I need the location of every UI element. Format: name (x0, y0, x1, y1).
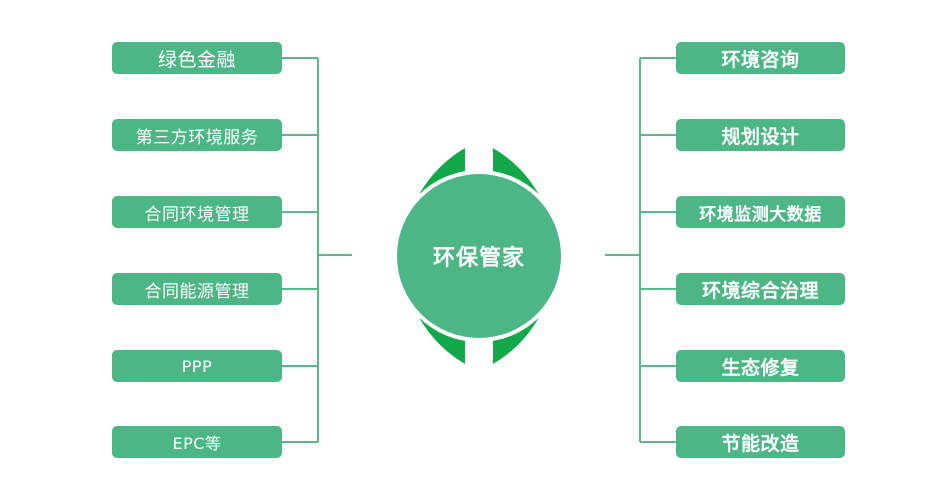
left-ring-char: 服 (387, 175, 407, 197)
right-ring-char: 务 (572, 213, 592, 235)
left-item-ppp: PPP (112, 350, 282, 382)
right-ring-char: 容 (562, 303, 582, 325)
left-item-epc: EPC等 (112, 426, 282, 458)
right-item-energy-saving-retrofit: 节能改造 (676, 426, 845, 458)
right-ring-char: 内 (576, 259, 596, 281)
left-ring-char: 式 (376, 303, 396, 325)
left-ring-char: 模 (361, 259, 381, 281)
left-item-contract-energy-mgmt: 合同能源管理 (112, 273, 282, 305)
left-connectors (282, 57, 352, 443)
left-item-green-finance: 绿色金融 (112, 42, 282, 74)
right-connectors (605, 57, 676, 443)
right-item-ecological-restoration: 生态修复 (676, 350, 845, 382)
center-title: 环保管家 (432, 246, 525, 271)
right-item-env-comprehensive-treatment: 环境综合治理 (676, 273, 845, 305)
left-ring-char: 务 (367, 213, 387, 235)
right-item-planning-design: 规划设计 (676, 119, 845, 151)
right-item-env-monitoring-bigdata: 环境监测大数据 (676, 196, 845, 228)
right-ring-char: 服 (552, 175, 572, 197)
right-item-env-consulting: 环境咨询 (676, 42, 845, 74)
left-item-contract-env-mgmt: 合同环境管理 (112, 196, 282, 228)
center-circle (397, 174, 561, 338)
left-item-third-party-service: 第三方环境服务 (112, 119, 282, 151)
